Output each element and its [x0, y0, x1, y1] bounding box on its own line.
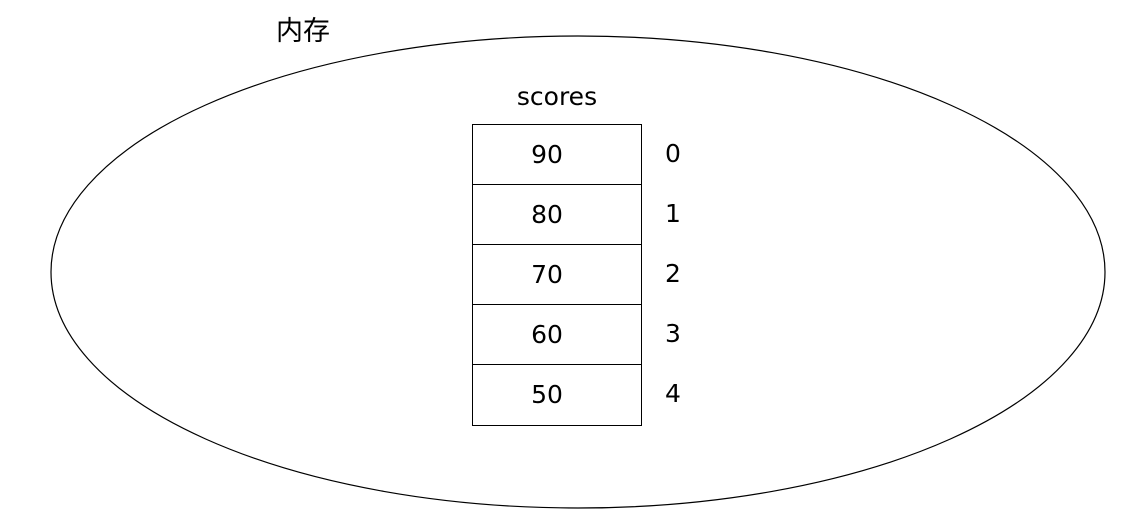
array-index-item: 3	[643, 304, 713, 364]
array-index-item: 1	[643, 184, 713, 244]
array-index-item: 4	[643, 364, 713, 424]
array-cell-value: 70	[531, 259, 563, 289]
array-index-value: 2	[665, 259, 681, 288]
array-index-value: 3	[665, 319, 681, 348]
array-cell-value: 90	[531, 139, 563, 169]
array-table: 90 80 70 60 50	[472, 124, 642, 426]
array-cell: 70	[473, 245, 641, 305]
memory-label: 内存	[276, 16, 330, 47]
array-cell: 50	[473, 365, 641, 425]
array-cell: 80	[473, 185, 641, 245]
array-cell: 90	[473, 125, 641, 185]
array-index-column: 0 1 2 3 4	[643, 124, 713, 424]
array-cell-value: 60	[531, 319, 563, 349]
array-cell-value: 50	[531, 380, 563, 409]
array-index-item: 2	[643, 244, 713, 304]
array-index-value: 0	[665, 139, 681, 168]
array-index-value: 1	[665, 199, 681, 228]
array-index-item: 0	[643, 124, 713, 184]
array-index-value: 4	[665, 379, 681, 408]
array-name-label: scores	[516, 82, 598, 111]
array-cell: 60	[473, 305, 641, 365]
array-cell-value: 80	[531, 199, 563, 229]
